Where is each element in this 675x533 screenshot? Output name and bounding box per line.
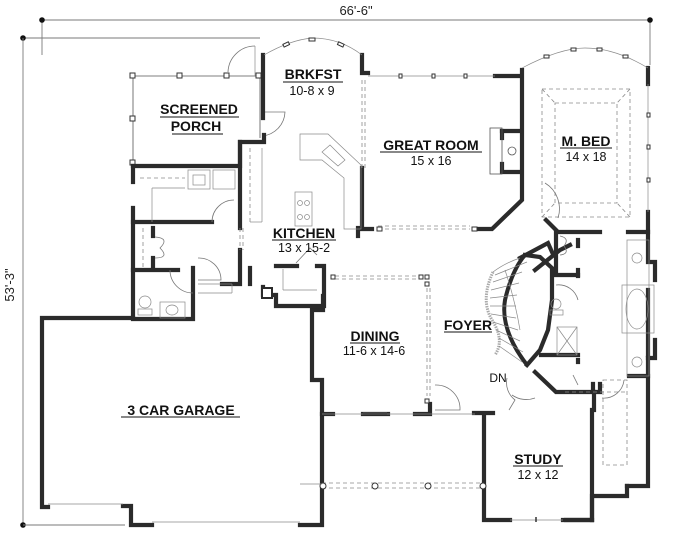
breakfast-label: BRKFST [285,66,342,82]
laundry-fixtures [137,169,236,319]
overall-depth-label: 53'-3" [2,268,17,302]
garage-label: 3 CAR GARAGE [127,402,234,418]
room-breakfast: BRKFST 10-8 x 9 [283,66,343,98]
room-study: STUDY 12 x 12 [513,451,563,482]
breakfast-bay-window [263,37,363,56]
room-kitchen: KITCHEN 13 x 15-2 [272,225,336,255]
kitchen-fixtures [239,133,362,291]
stairs-down-label: DN [489,371,506,385]
curved-staircase [484,253,536,411]
dining-outline [322,274,475,415]
screened-porch-label: SCREENED [160,101,238,117]
room-master-bed: M. BED 14 x 18 [560,133,612,164]
room-foyer: FOYER DN [444,317,507,385]
dining-label: DINING [351,328,400,344]
screened-porch-label-line2: PORCH [171,118,222,134]
study-size: 12 x 12 [517,468,558,482]
kitchen-label: KITCHEN [273,225,335,241]
master-bed-label: M. BED [562,133,611,149]
great-room-size: 15 x 16 [410,154,451,168]
foyer-label: FOYER [444,317,492,333]
breakfast-size: 10-8 x 9 [289,84,334,98]
exterior-walls [39,52,658,528]
room-garage: 3 CAR GARAGE [121,402,240,418]
room-dining: DINING 11-6 x 14-6 [343,328,405,358]
front-porch [48,482,487,523]
master-bed-size: 14 x 18 [565,150,606,164]
dimension-lines [20,17,653,528]
dining-size: 11-6 x 14-6 [343,344,405,358]
study-outline [510,517,563,522]
great-room-label: GREAT ROOM [383,137,478,153]
master-bath-fixtures [549,235,655,466]
screened-porch-outline [129,45,286,166]
overall-width-label: 66'-6" [339,3,373,18]
kitchen-size: 13 x 15-2 [278,241,330,255]
great-room-window-wall [361,73,517,232]
study-label: STUDY [514,451,562,467]
room-screened-porch: SCREENED PORCH [160,101,239,135]
room-great-room: GREAT ROOM 15 x 16 [380,137,482,168]
master-bed-bay-window [521,47,651,219]
